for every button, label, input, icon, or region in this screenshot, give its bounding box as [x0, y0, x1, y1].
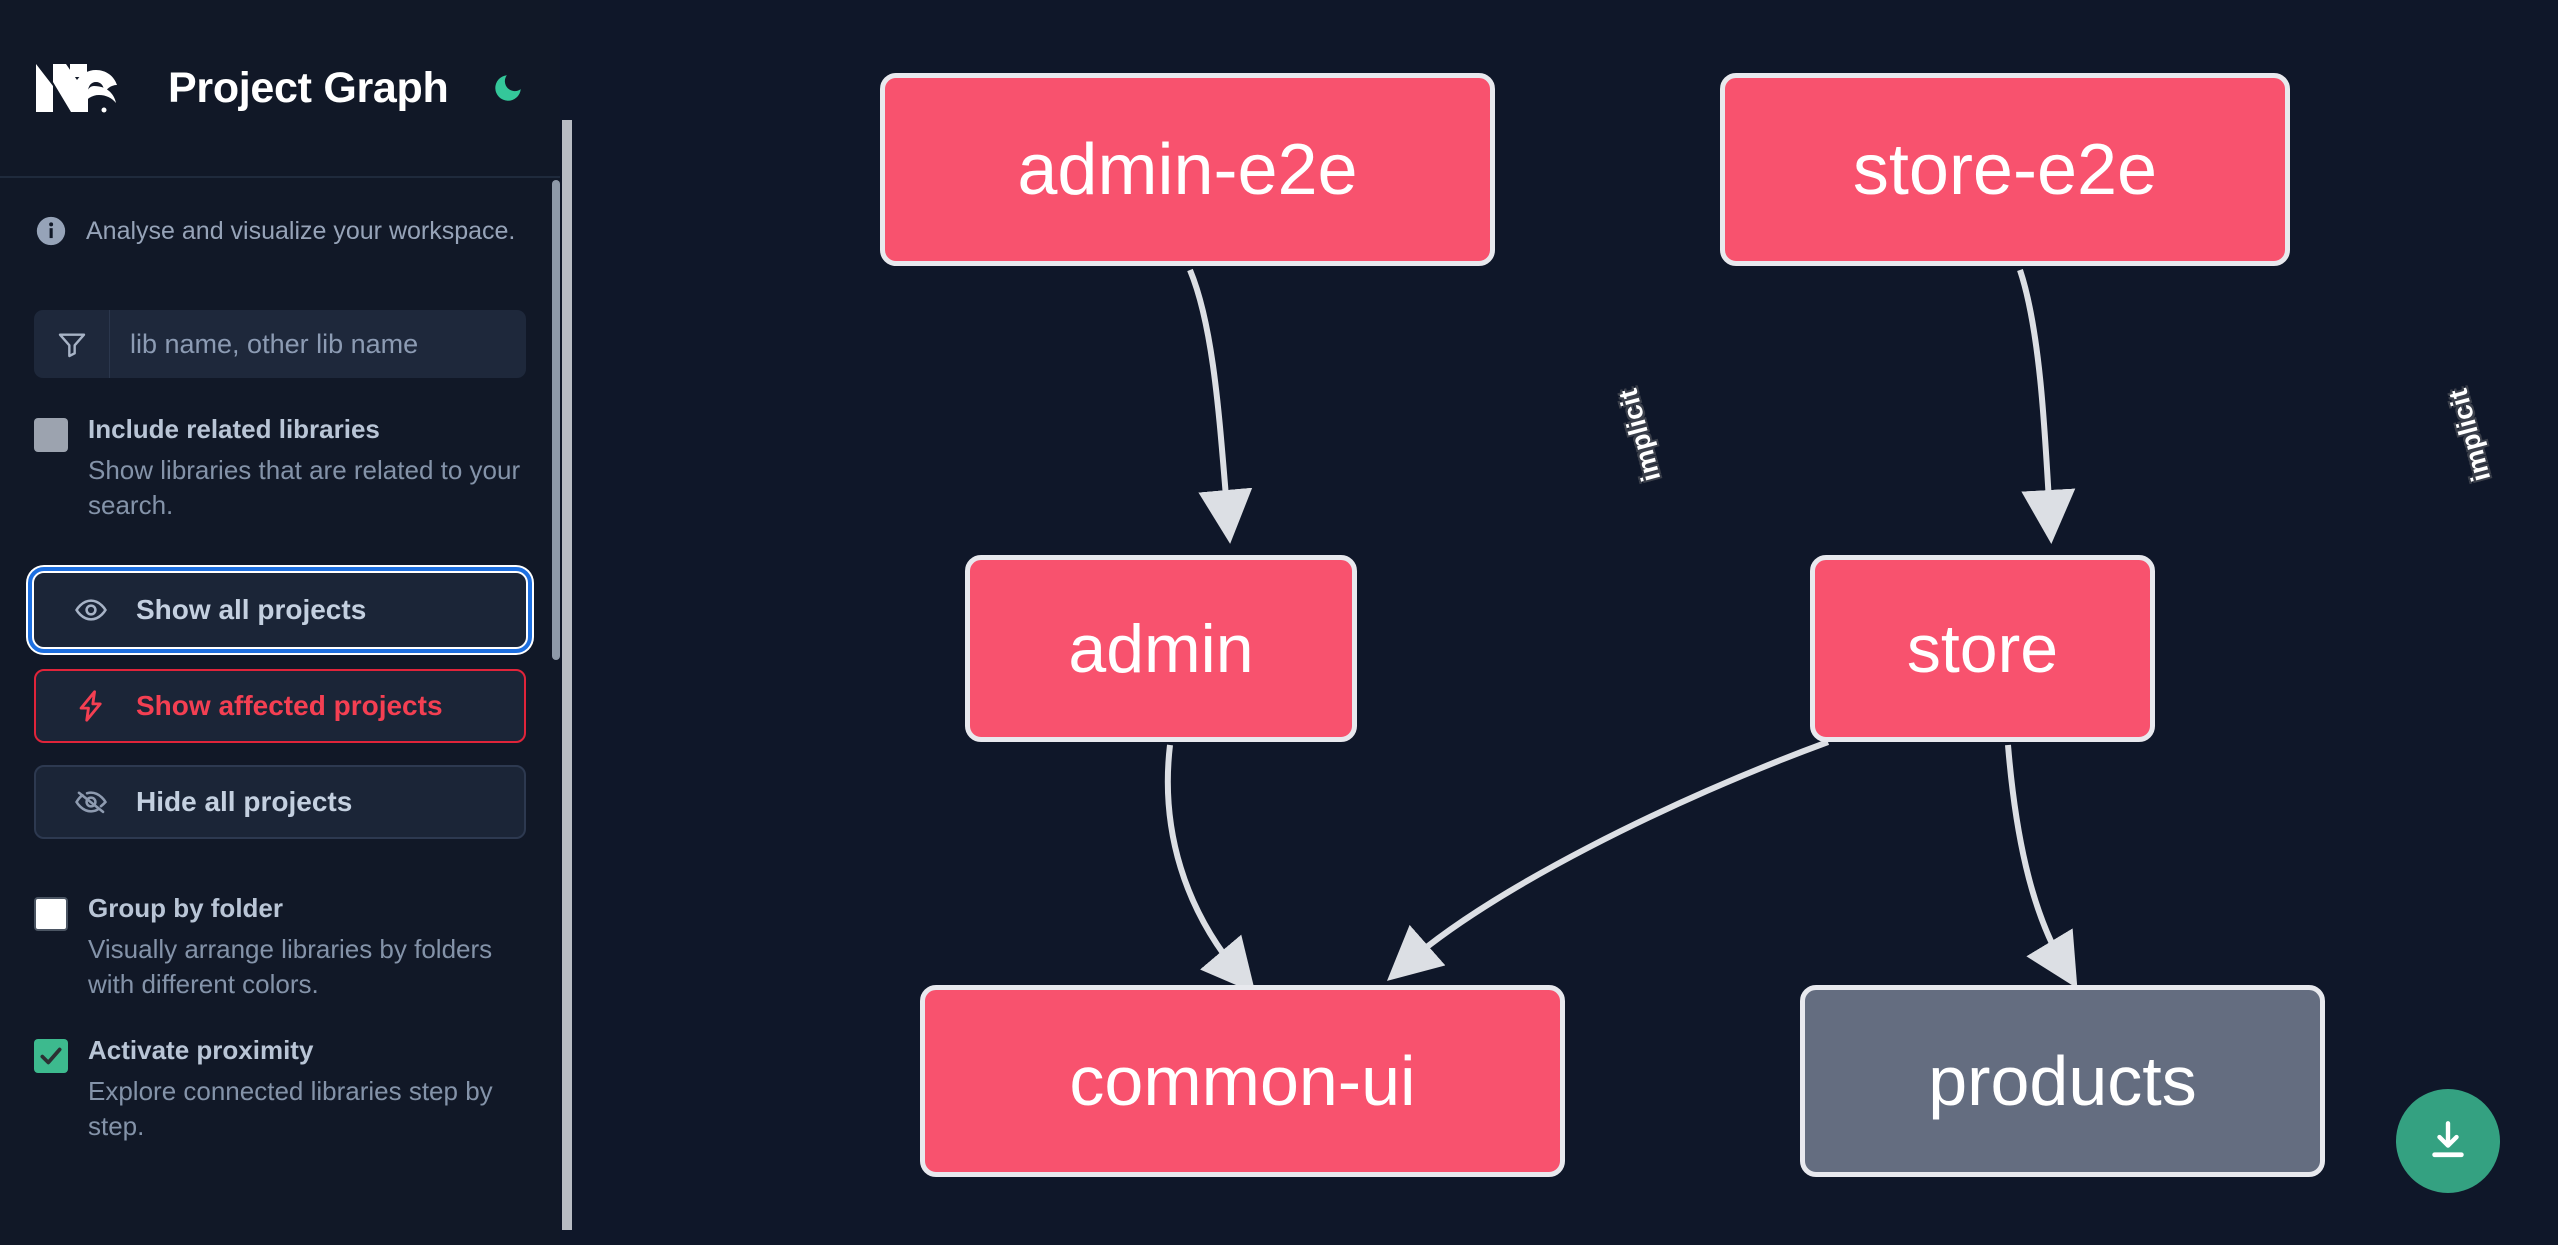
show-affected-projects-label: Show affected projects: [136, 690, 443, 722]
funnel-filter-icon: [34, 310, 110, 378]
show-all-projects-label: Show all projects: [136, 594, 367, 626]
check-icon: [40, 1047, 62, 1064]
checkbox-group-by-folder-description: Visually arrange libraries by folders wi…: [88, 934, 493, 1000]
graph-node-common-ui[interactable]: common-ui: [920, 985, 1565, 1177]
checkbox-group-by-folder-texts: Group by folder Visually arrange librari…: [88, 891, 526, 1002]
checkbox-activate-proximity[interactable]: [34, 1038, 68, 1073]
checkbox-group-by-folder[interactable]: [34, 897, 68, 932]
graph-node-store-e2e[interactable]: store-e2e: [1720, 73, 2290, 266]
sidebar-scrollbar[interactable]: [552, 180, 560, 660]
text-filter[interactable]: [34, 310, 526, 378]
hide-all-projects-label: Hide all projects: [136, 786, 353, 818]
checkbox-include-related-libraries-label: Include related libraries: [88, 414, 380, 444]
graph-node-products[interactable]: products: [1800, 985, 2325, 1177]
moon-icon[interactable]: [490, 68, 526, 108]
workspace-info-text: Analyse and visualize your workspace.: [86, 216, 516, 245]
checkbox-group-by-folder-label: Group by folder: [88, 893, 283, 924]
canvas-scrollbar-track[interactable]: [560, 0, 574, 1245]
checkbox-include-related-libraries-texts: Include related libraries Show libraries…: [88, 412, 526, 523]
show-all-projects-button[interactable]: Show all projects: [28, 567, 532, 654]
checkbox-include-related-libraries[interactable]: [34, 418, 68, 452]
eye-off-icon: [74, 785, 108, 819]
checkbox-row-group-by-folder[interactable]: Group by folder Visually arrange librari…: [0, 891, 560, 1002]
sidebar-header: Project Graph: [0, 0, 560, 178]
checkbox-row-include-related-libraries[interactable]: Include related libraries Show libraries…: [0, 412, 560, 523]
eye-icon: [74, 593, 108, 627]
checkbox-activate-proximity-label: Activate proximity: [88, 1034, 314, 1065]
download-icon: [2423, 1116, 2473, 1166]
graph-node-admin[interactable]: admin: [965, 555, 1357, 742]
checkbox-include-related-libraries-description: Show libraries that are related to your …: [88, 455, 521, 521]
project-visibility-buttons: Show all projects Show affected projects: [28, 567, 532, 840]
graph-node-store[interactable]: store: [1810, 555, 2155, 742]
lightning-bolt-icon: [74, 689, 108, 723]
canvas-scrollbar-thumb[interactable]: [562, 120, 572, 1230]
checkbox-row-activate-proximity[interactable]: Activate proximity Explore connected lib…: [0, 1033, 560, 1144]
download-image-button[interactable]: [2396, 1089, 2500, 1193]
edge-label-admin-e2e-to-admin: implicit: [1612, 385, 1667, 485]
info-circle-icon: [34, 214, 68, 248]
show-affected-projects-button[interactable]: Show affected projects: [34, 669, 526, 744]
graph-node-admin-e2e[interactable]: admin-e2e: [880, 73, 1495, 266]
graph-canvas[interactable]: admin-e2e store-e2e admin store common-ui pro…: [560, 0, 2558, 1245]
checkbox-activate-proximity-texts: Activate proximity Explore connected lib…: [88, 1033, 526, 1144]
checkbox-activate-proximity-description: Explore connected libraries step by step…: [88, 1075, 493, 1141]
sidebar: Project Graph Analyse and visualize your…: [0, 0, 560, 1245]
workspace-info: Analyse and visualize your workspace.: [0, 178, 560, 248]
nx-logo-icon: [34, 56, 126, 120]
hide-all-projects-button[interactable]: Hide all projects: [34, 765, 526, 840]
page-title: Project Graph: [168, 63, 449, 112]
edge-label-store-e2e-to-store: implicit: [2442, 385, 2497, 485]
search-input[interactable]: [110, 310, 526, 378]
